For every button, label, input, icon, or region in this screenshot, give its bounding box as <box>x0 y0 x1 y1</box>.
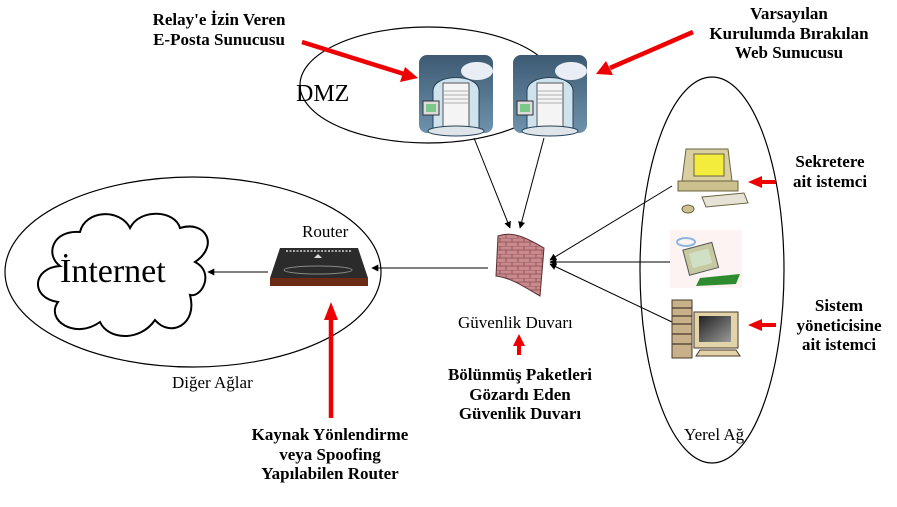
mail-server-to-firewall-line <box>473 137 511 229</box>
secretary-client-annotation: Sekretere ait istemci <box>792 152 868 191</box>
admin-client-icon <box>671 299 741 359</box>
web-server-annotation-arrow <box>596 29 694 75</box>
web-server-to-firewall-line <box>518 137 545 229</box>
firewall-label: Güvenlik Duvarı <box>458 313 573 332</box>
firewall-icon <box>495 233 545 297</box>
middle-client-icon <box>670 230 742 288</box>
firewall-annotation-arrow <box>513 334 525 355</box>
router-annotation: Kaynak Yönlendirme veya Spoofing Yapılab… <box>251 425 409 484</box>
other-networks-zone-label: Diğer Ağlar <box>172 373 253 392</box>
router-label: Router <box>302 222 349 241</box>
local-network-zone-label: Yerel Ağ <box>684 425 745 444</box>
mail-server-icon <box>419 55 493 137</box>
admin-client-annotation-arrow <box>748 319 776 331</box>
secretary-client-annotation-arrow <box>748 176 776 188</box>
internet-label: İnternet <box>60 253 166 290</box>
admin-client-to-firewall-line <box>549 263 673 323</box>
firewall-annotation: Bölünmüş Paketleri Gözardı Eden Güvenlik… <box>447 365 593 424</box>
web-server-annotation: Varsayılan Kurulumda Bırakılan Web Sunuc… <box>709 4 869 63</box>
admin-client-annotation: Sistem yöneticisine ait istemci <box>796 296 882 355</box>
router-icon <box>270 248 368 286</box>
router-annotation-arrow <box>324 302 338 418</box>
other-networks-zone <box>4 176 382 368</box>
mail-server-annotation: Relay'e İzin Veren E-Posta Sunucusu <box>152 10 286 49</box>
mail-server-annotation-arrow <box>301 39 418 82</box>
internet-cloud <box>37 212 209 337</box>
secretary-client-to-firewall-line <box>549 185 673 261</box>
local-network-zone <box>639 76 785 464</box>
annotation-arrows <box>301 29 776 418</box>
secretary-client-icon <box>677 148 749 214</box>
web-server-icon <box>513 55 587 137</box>
dmz-zone-label: DMZ <box>296 81 350 107</box>
